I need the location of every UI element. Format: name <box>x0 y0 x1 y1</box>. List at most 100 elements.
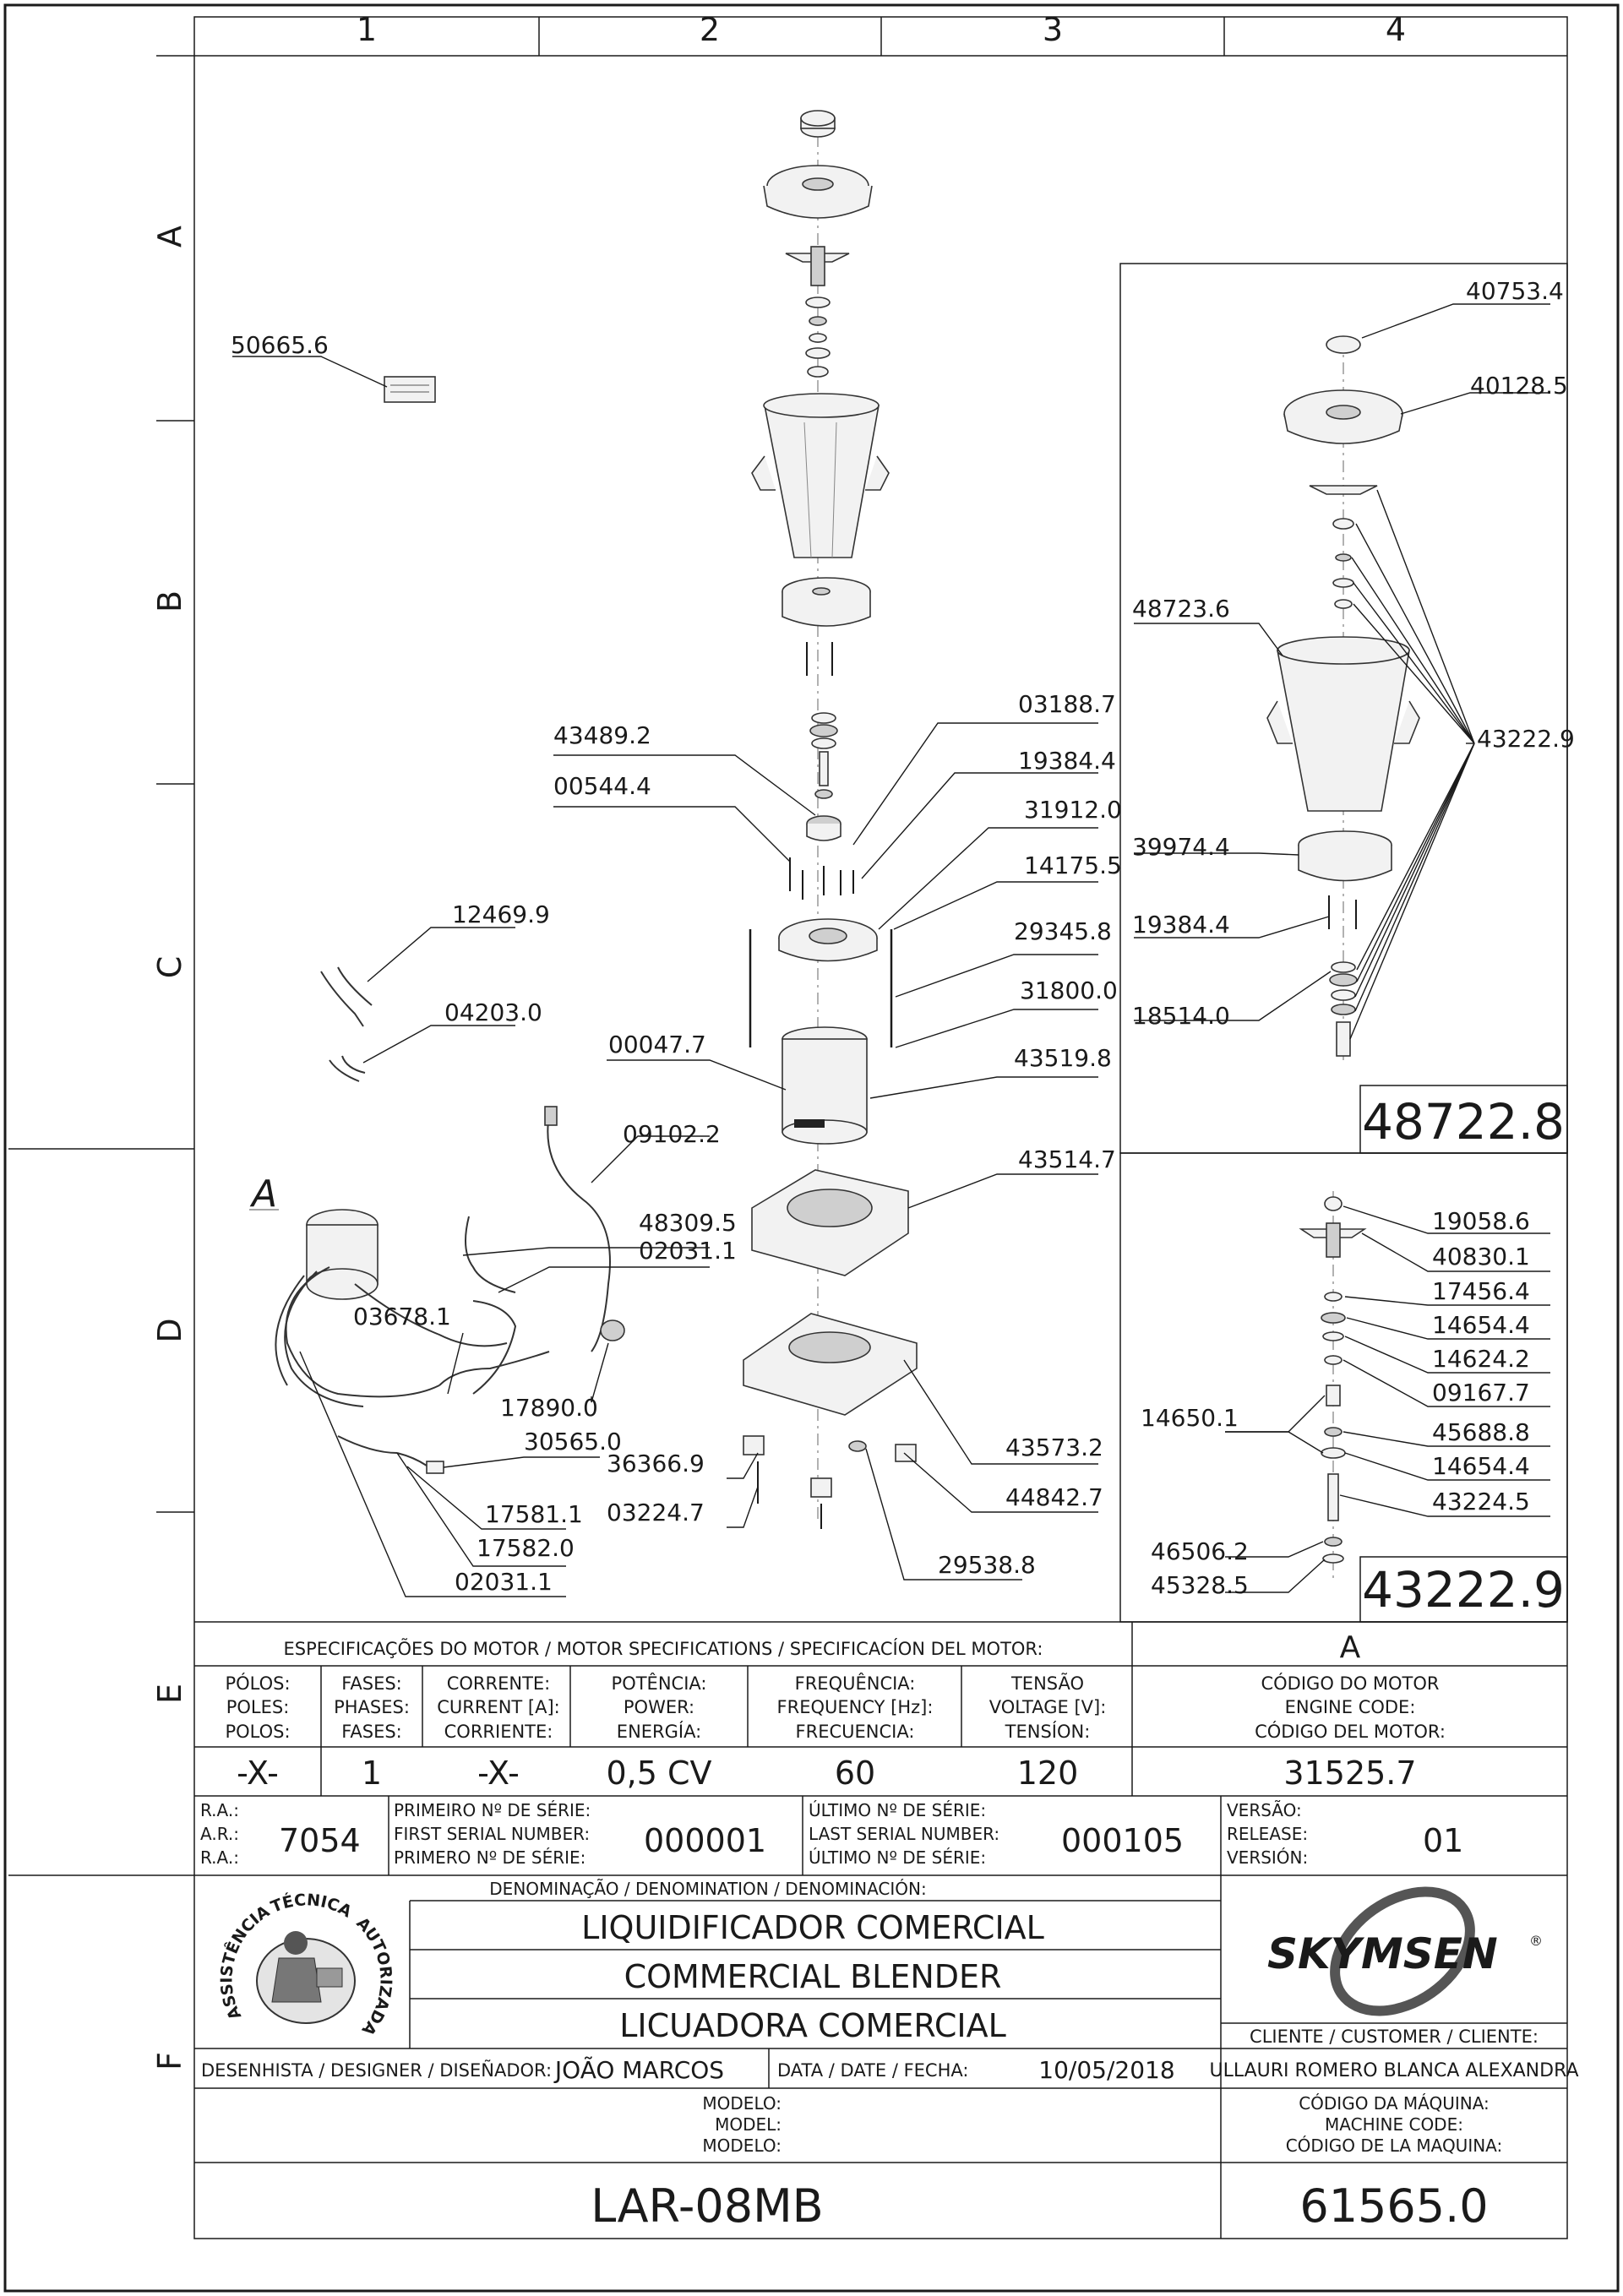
callout: 19384.4 <box>1018 747 1116 775</box>
callout: 43573.2 <box>1005 1434 1103 1461</box>
column-label-2: 2 <box>700 11 720 48</box>
client-label: CLIENTE / CUSTOMER / CLIENTE: <box>1250 2027 1539 2047</box>
callout: 14624.2 <box>1432 1345 1530 1373</box>
callout: 03188.7 <box>1018 690 1116 718</box>
column-label-4: 4 <box>1386 11 1406 48</box>
spec-header: POLES: <box>226 1697 290 1717</box>
spec-header: FASES: <box>341 1722 402 1742</box>
callout: 00544.4 <box>553 772 651 800</box>
row-label-a: A <box>151 226 188 248</box>
machine-code-label: CÓDIGO DE LA MAQUINA: <box>1286 2135 1503 2156</box>
denomination-es: LICUADORA COMERCIAL <box>619 2007 1005 2044</box>
callout: 19384.4 <box>1132 911 1230 939</box>
ra-label: A.R.: <box>200 1824 239 1844</box>
brand-name: SKYMSEN <box>1267 1929 1498 1978</box>
callout: 02031.1 <box>455 1568 553 1596</box>
last-serial-label: LAST SERIAL NUMBER: <box>809 1824 999 1844</box>
blade-assembly-code: 43222.9 <box>1362 1561 1565 1619</box>
callout: 14654.4 <box>1432 1311 1530 1339</box>
spec-header: ENGINE CODE: <box>1285 1697 1416 1717</box>
spec-header: PHASES: <box>334 1697 410 1717</box>
spec-header: CORRIENTE: <box>444 1722 553 1742</box>
svg-text:AUTORIZADA: AUTORIZADA <box>352 1914 395 2039</box>
spec-header: TENSÃO <box>1010 1672 1084 1694</box>
spec-header: CURRENT [A]: <box>437 1697 560 1717</box>
last-serial-label: ÚLTIMO Nº DE SÉRIE: <box>809 1847 986 1868</box>
callout: 19058.6 <box>1432 1207 1530 1235</box>
version-label: VERSIÓN: <box>1227 1847 1308 1868</box>
callout: 03224.7 <box>607 1499 705 1526</box>
callout: 43222.9 <box>1477 725 1575 753</box>
row-label-e: E <box>151 1684 188 1704</box>
callout: 43519.8 <box>1014 1044 1112 1072</box>
callout: 12469.9 <box>452 900 550 928</box>
callout: 09167.7 <box>1432 1379 1530 1406</box>
central-exploded-parts <box>743 110 918 1529</box>
callout: 14175.5 <box>1024 851 1122 879</box>
spec-value-current: -X- <box>477 1755 520 1792</box>
callout: 44842.7 <box>1005 1483 1103 1511</box>
date-label: DATA / DATE / FECHA: <box>777 2060 968 2081</box>
spec-header: FREQUÊNCIA: <box>795 1673 916 1694</box>
seal-text-3: AUTORIZADA <box>352 1914 395 2039</box>
callout: 43489.2 <box>553 721 651 749</box>
jar-assembly-parts <box>1266 335 1420 1064</box>
callout: 43514.7 <box>1018 1145 1116 1173</box>
designer-label: DESENHISTA / DESIGNER / DISEÑADOR: <box>201 2059 552 2081</box>
spec-header: PÓLOS: <box>225 1673 290 1694</box>
column-label-3: 3 <box>1043 11 1063 48</box>
ra-label: R.A.: <box>200 1847 239 1868</box>
callout: 14650.1 <box>1141 1404 1239 1432</box>
callout: 17890.0 <box>500 1394 598 1422</box>
last-serial-label: ÚLTIMO Nº DE SÉRIE: <box>809 1800 986 1820</box>
callout: 29538.8 <box>938 1551 1036 1579</box>
callout: 43224.5 <box>1432 1488 1530 1515</box>
row-label-d: D <box>151 1318 188 1342</box>
callout: 36366.9 <box>607 1450 705 1477</box>
callout: 40128.5 <box>1470 372 1568 400</box>
spec-header: POTÊNCIA: <box>612 1673 707 1694</box>
row-label-c: C <box>151 956 188 979</box>
motor-spec-title: ESPECIFICAÇÕES DO MOTOR / MOTOR SPECIFIC… <box>284 1637 1043 1659</box>
version-label: VERSÃO: <box>1227 1800 1302 1820</box>
spec-header: TENSÍON: <box>1005 1721 1091 1742</box>
denomination-title: DENOMINAÇÃO / DENOMINATION / DENOMINACIÓ… <box>489 1879 926 1899</box>
svg-text:TÉCNICA: TÉCNICA <box>269 1891 356 1921</box>
callout: 30565.0 <box>524 1428 622 1455</box>
machine-code-label: CÓDIGO DA MÁQUINA: <box>1299 2093 1490 2114</box>
callout: 45328.5 <box>1151 1571 1249 1599</box>
serial-values: 7054 000001 000105 01 <box>279 1822 1463 1859</box>
spec-value-phases: 1 <box>362 1755 382 1792</box>
callout: 18514.0 <box>1132 1002 1230 1030</box>
seal-text-2: TÉCNICA <box>269 1891 356 1921</box>
model-label: MODELO: <box>702 2093 782 2114</box>
spec-value-frequency: 60 <box>835 1755 875 1792</box>
motor-spec-values: -X- 1 -X- 0,5 CV 60 120 31525.7 <box>237 1755 1416 1792</box>
callout: 14654.4 <box>1432 1452 1530 1480</box>
first-serial-label: PRIMEIRO Nº DE SÉRIE: <box>394 1800 591 1820</box>
first-serial-label: FIRST SERIAL NUMBER: <box>394 1824 590 1844</box>
sheet-border <box>3 3 1620 2293</box>
callout: 40830.1 <box>1432 1243 1530 1270</box>
callout: 48723.6 <box>1132 595 1230 623</box>
detail-a-marker: A <box>249 1172 277 1216</box>
spec-header: POLOS: <box>225 1722 290 1742</box>
model-label: MODELO: <box>702 2135 782 2156</box>
callout: 09102.2 <box>623 1120 721 1148</box>
callout: 00047.7 <box>608 1031 706 1058</box>
callout: 40753.4 <box>1466 277 1564 305</box>
serial-labels: R.A.: A.R.: R.A.: PRIMEIRO Nº DE SÉRIE: … <box>200 1800 1308 1868</box>
left-parts <box>275 376 625 1474</box>
denomination-pt: LIQUIDIFICADOR COMERCIAL <box>581 1909 1044 1946</box>
version-label: RELEASE: <box>1227 1824 1308 1844</box>
spec-header: CÓDIGO DO MOTOR <box>1261 1673 1439 1694</box>
blade-assembly-parts <box>1299 1191 1367 1580</box>
callout-labels: 50665.6 12469.9 04203.0 09102.2 48309.5 … <box>231 277 1575 1599</box>
leader-lines <box>232 303 1550 1597</box>
callout: 03678.1 <box>353 1303 451 1330</box>
version-value: 01 <box>1423 1822 1463 1859</box>
spec-value-voltage: 120 <box>1017 1755 1079 1792</box>
callout: 04203.0 <box>444 998 542 1026</box>
spec-value-power: 0,5 CV <box>606 1755 711 1792</box>
model-value: LAR-08MB <box>591 2179 823 2233</box>
